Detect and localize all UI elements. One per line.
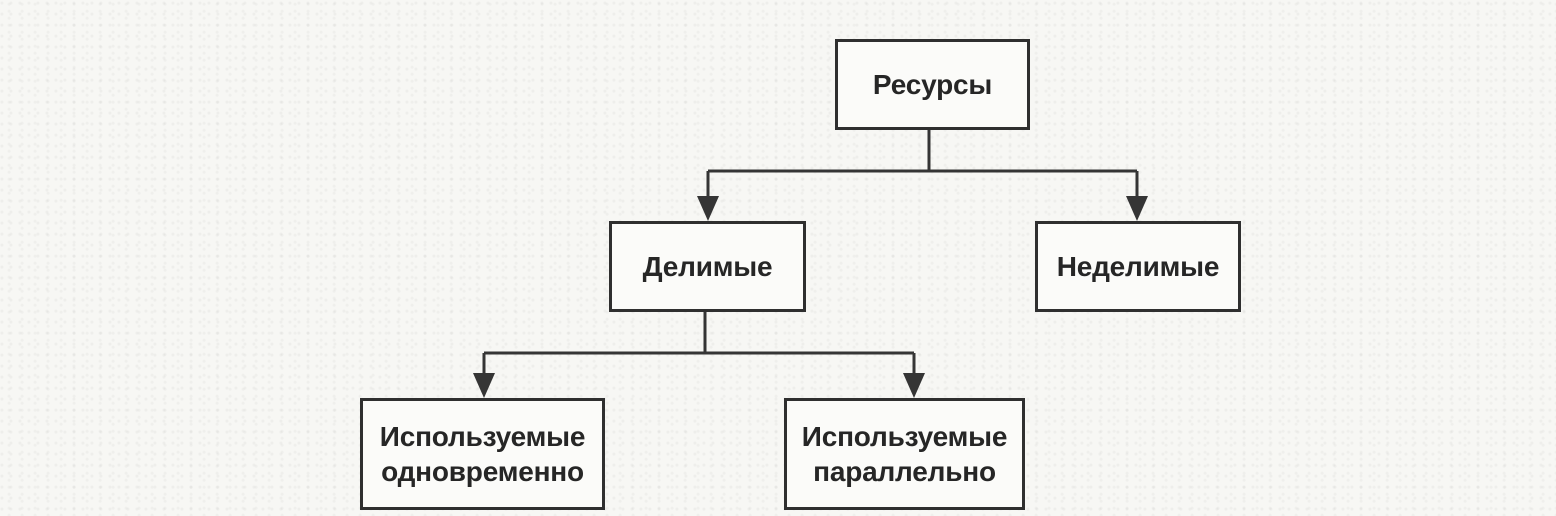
node-used-simultaneously: Используемые одновременно	[360, 398, 605, 510]
node-used-simultaneously-line2: одновременно	[381, 456, 584, 487]
node-used-in-parallel-line2: параллельно	[813, 456, 996, 487]
node-resources-label: Ресурсы	[872, 69, 993, 100]
node-indivisible-label: Неделимые	[1056, 251, 1220, 282]
node-used-in-parallel: Используемые параллельно	[784, 398, 1025, 510]
node-used-simultaneously-text: Используемые одновременно	[379, 419, 586, 489]
edge-root-to-children	[697, 130, 1148, 221]
node-used-simultaneously-line1: Используемые	[379, 421, 586, 452]
arrow-root-indivisible	[1126, 196, 1148, 221]
node-divisible-label: Делимые	[642, 251, 773, 282]
node-used-in-parallel-line1: Используемые	[801, 421, 1008, 452]
node-resources: Ресурсы	[835, 39, 1030, 130]
node-indivisible: Неделимые	[1035, 221, 1241, 312]
node-used-in-parallel-text: Используемые параллельно	[801, 419, 1008, 489]
arrow-divisible-parallel	[903, 373, 925, 398]
edge-divisible-to-children	[473, 312, 925, 398]
arrow-root-divisible	[697, 196, 719, 221]
arrow-divisible-simultaneous	[473, 373, 495, 398]
node-divisible: Делимые	[609, 221, 806, 312]
